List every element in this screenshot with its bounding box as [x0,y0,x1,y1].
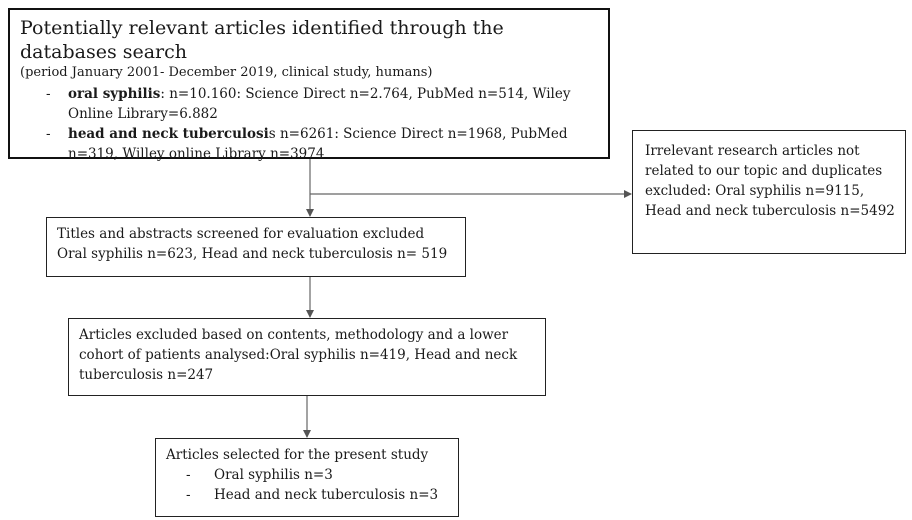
screened-line-1: Titles and abstracts screened for evalua… [57,226,425,242]
excluded-text: Articles excluded based on contents, met… [79,327,518,383]
screened-line-2: Oral syphilis n=623, Head and neck tuber… [57,246,448,262]
bullet-dash: - [46,126,51,142]
bullet-dash: - [46,86,51,102]
search-counts-head-neck-tuberculosis: s n=6261: Science Direct n=1968, PubMed … [68,126,568,162]
bullet-dash: - [186,487,191,503]
search-subtitle: (period January 2001- December 2019, cli… [20,65,433,80]
selected-title: Articles selected for the present study [166,447,429,463]
selected-items-list: - Oral syphilis n=3 - Head and neck tuberc… [166,465,450,505]
bullet-dash: - [186,467,191,483]
irrelevant-text: Irrelevant research articles not related… [645,143,895,219]
list-item: - oral syphilis: n=10.160: Science Direct… [20,84,600,124]
search-term-head-neck-tuberculosis: head and neck tuberculosi [68,126,269,142]
screened-box: Titles and abstracts screened for evalua… [46,217,466,277]
selected-item-head-neck-tuberculosis: Head and neck tuberculosis n=3 [214,487,439,503]
selected-item-oral-syphilis: Oral syphilis n=3 [214,467,333,483]
list-item: - Head and neck tuberculosis n=3 [166,485,450,505]
search-term-oral-syphilis: oral syphilis [68,86,161,102]
irrelevant-excluded-box: Irrelevant research articles not related… [632,130,906,254]
search-results-box: Potentially relevant articles identified… [8,8,610,162]
search-counts-oral-syphilis: : n=10.160: Science Direct n=2.764, PubM… [68,86,571,122]
excluded-box: Articles excluded based on contents, met… [68,318,546,396]
selected-box: Articles selected for the present study … [155,438,459,517]
list-item: - Oral syphilis n=3 [166,465,450,485]
list-item: - head and neck tuberculosis n=6261: Scie… [20,124,600,164]
search-items-list: - oral syphilis: n=10.160: Science Direct… [20,84,600,164]
search-title: Potentially relevant articles identified… [20,17,504,63]
